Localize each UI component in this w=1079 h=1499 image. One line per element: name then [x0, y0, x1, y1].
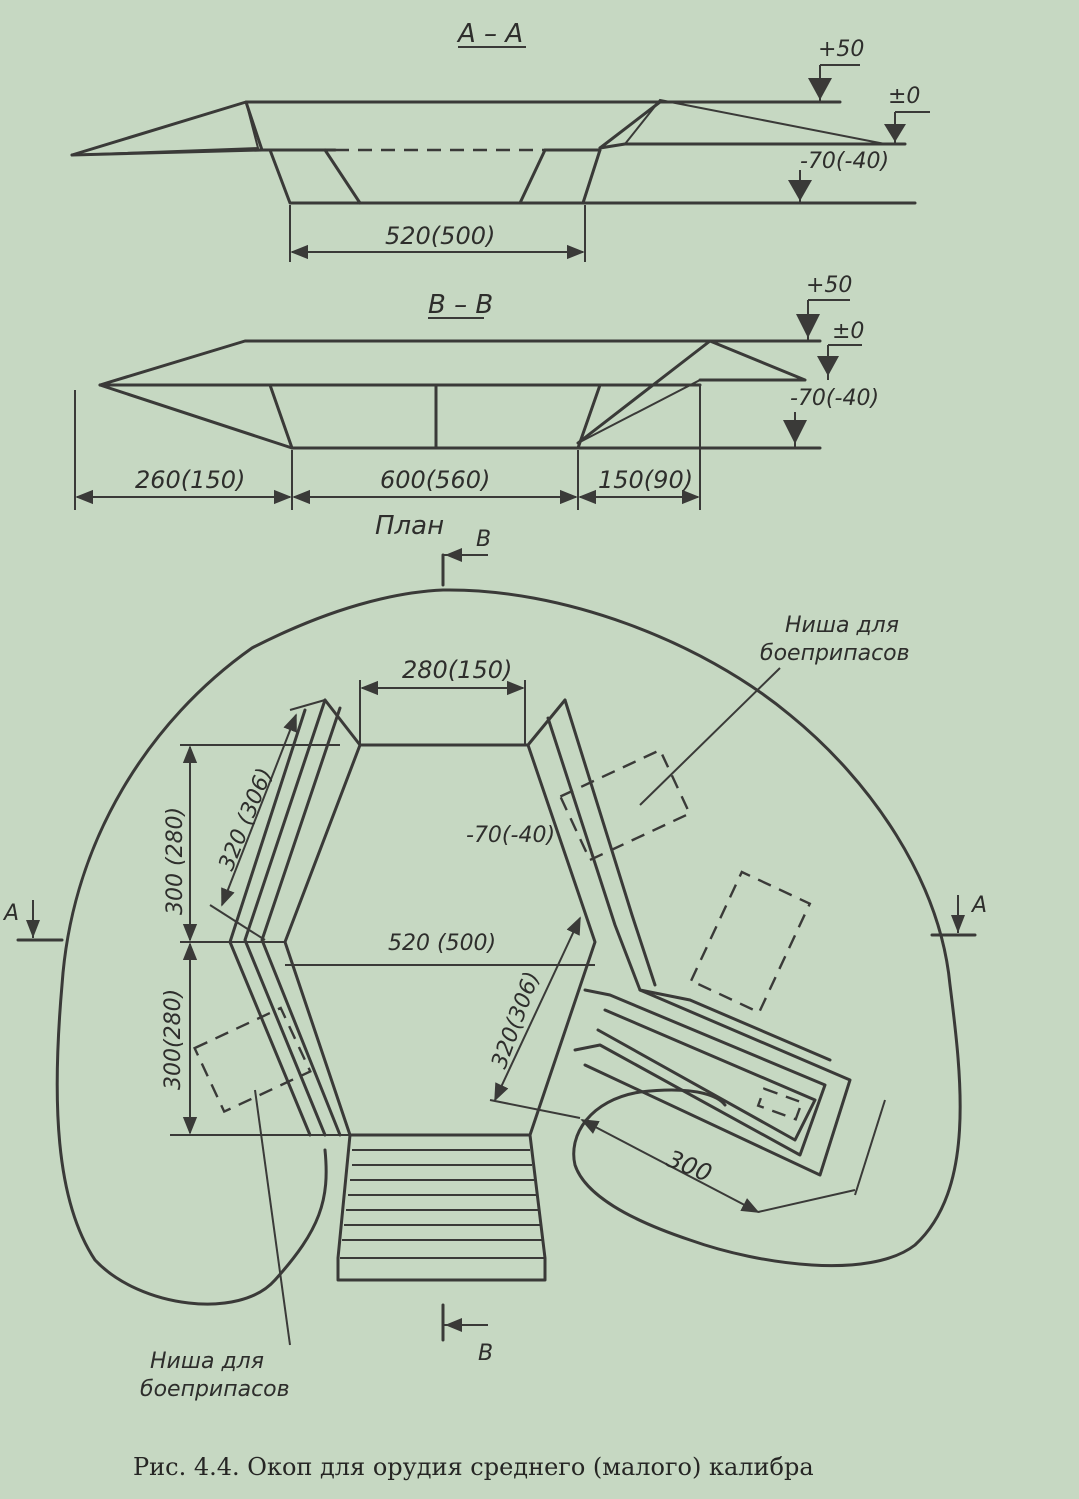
plan-dim-center: 520 (500)	[388, 931, 496, 956]
cut-a-right: А	[970, 893, 987, 918]
section-aa: А – А +50 ±0 -70(-40) 520(500)	[70, 19, 930, 262]
plan-dim-height-upper: 300 (280)	[163, 807, 188, 915]
bb-mark-top: +50	[806, 273, 852, 298]
ammo-niche-upper	[558, 748, 692, 862]
bb-mark-zero: ±0	[832, 319, 864, 344]
niche-label-top-1: Ниша для	[785, 613, 899, 638]
bb-dim-mid: 600(560)	[380, 466, 490, 494]
aa-mark-top: +50	[818, 37, 864, 62]
plan-dim-top: 280(150)	[402, 656, 512, 684]
cut-b-top: В	[476, 527, 491, 552]
bb-dim-left: 260(150)	[135, 466, 245, 494]
wall-left-inner	[260, 706, 342, 1137]
bb-mark-bottom: -70(-40)	[790, 386, 879, 411]
niche-label-bottom-1: Ниша для	[150, 1349, 264, 1374]
niche-leader-bottom	[254, 1089, 291, 1346]
wall-left-mid	[243, 698, 327, 1137]
niche-label-top-2: боеприпасов	[760, 641, 910, 666]
aa-bottom-profile	[70, 148, 917, 205]
bb-top-line	[98, 339, 822, 387]
ammo-niche-right	[689, 870, 812, 1015]
cut-b-bottom: В	[478, 1341, 493, 1366]
section-bb: В – В +50 ±0 -70(-40) 260(150) 600(560) …	[74, 273, 879, 510]
aa-top-line	[70, 100, 842, 157]
parapet-right-aa	[622, 98, 886, 145]
section-bb-title: В – В	[428, 290, 493, 320]
aa-mark-bottom: -70(-40)	[800, 149, 889, 174]
ammo-niche-lower	[193, 1006, 312, 1114]
plan-dim-height-lower: 300(280)	[161, 989, 186, 1090]
wall-right-outer	[563, 698, 657, 987]
ramp-steps	[340, 1149, 544, 1259]
section-aa-title: А – А	[456, 19, 523, 49]
trench-branch	[573, 988, 827, 1157]
aa-mark-zero: ±0	[888, 84, 920, 109]
wall-right-inner	[546, 716, 832, 1062]
plan-dim-trench: 300	[663, 1145, 716, 1188]
cut-a-left: А	[2, 901, 19, 926]
figure-caption: Рис. 4.4. Окоп для орудия среднего (мало…	[133, 1453, 814, 1481]
niche-label-bottom-2: боеприпасов	[140, 1377, 290, 1402]
aa-dim-bottom: 520(500)	[385, 222, 495, 250]
bb-dim-right: 150(90)	[598, 466, 693, 494]
plan-view: План В В А А	[2, 511, 987, 1402]
plan-dim-side-lower: 320(306)	[487, 968, 545, 1072]
entrance-ramp	[336, 1133, 547, 1282]
plan-depth-mark: -70(-40)	[466, 823, 555, 848]
parapet-outer-contour	[55, 588, 962, 1306]
plan-title: План	[375, 511, 444, 541]
niche-leader-top	[639, 667, 781, 806]
